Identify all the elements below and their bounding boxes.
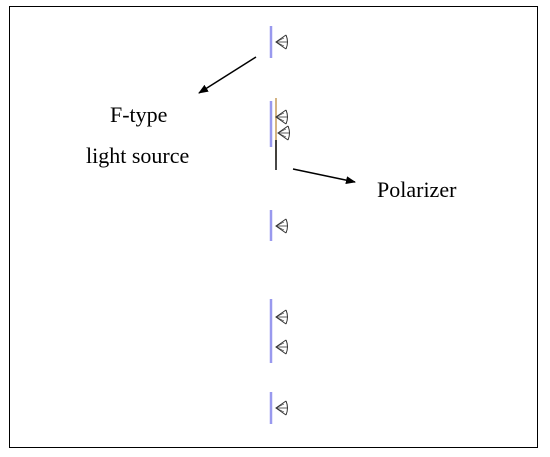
cone-light-icon: [275, 109, 288, 125]
light-source-label-line2: light source: [86, 143, 189, 168]
light-source-1: [269, 26, 288, 58]
cone-light-icon: [275, 218, 288, 234]
cone-light-icon: [275, 309, 288, 325]
light-source-4: [269, 299, 288, 363]
light-source-3: [269, 210, 288, 241]
polarizer-label: Polarizer: [377, 177, 457, 202]
cone-light-icon: [277, 125, 290, 141]
light-source-arrow: [198, 56, 257, 94]
light-source-2: [269, 98, 290, 170]
diagram-frame: [9, 6, 538, 448]
cone-light-icon: [275, 400, 288, 416]
cone-light-icon: [275, 34, 288, 50]
light-source-5: [269, 392, 288, 424]
light-source-label-line1: F-type: [110, 102, 167, 127]
polarizer-arrow: [292, 168, 356, 185]
cone-light-icon: [275, 339, 288, 355]
